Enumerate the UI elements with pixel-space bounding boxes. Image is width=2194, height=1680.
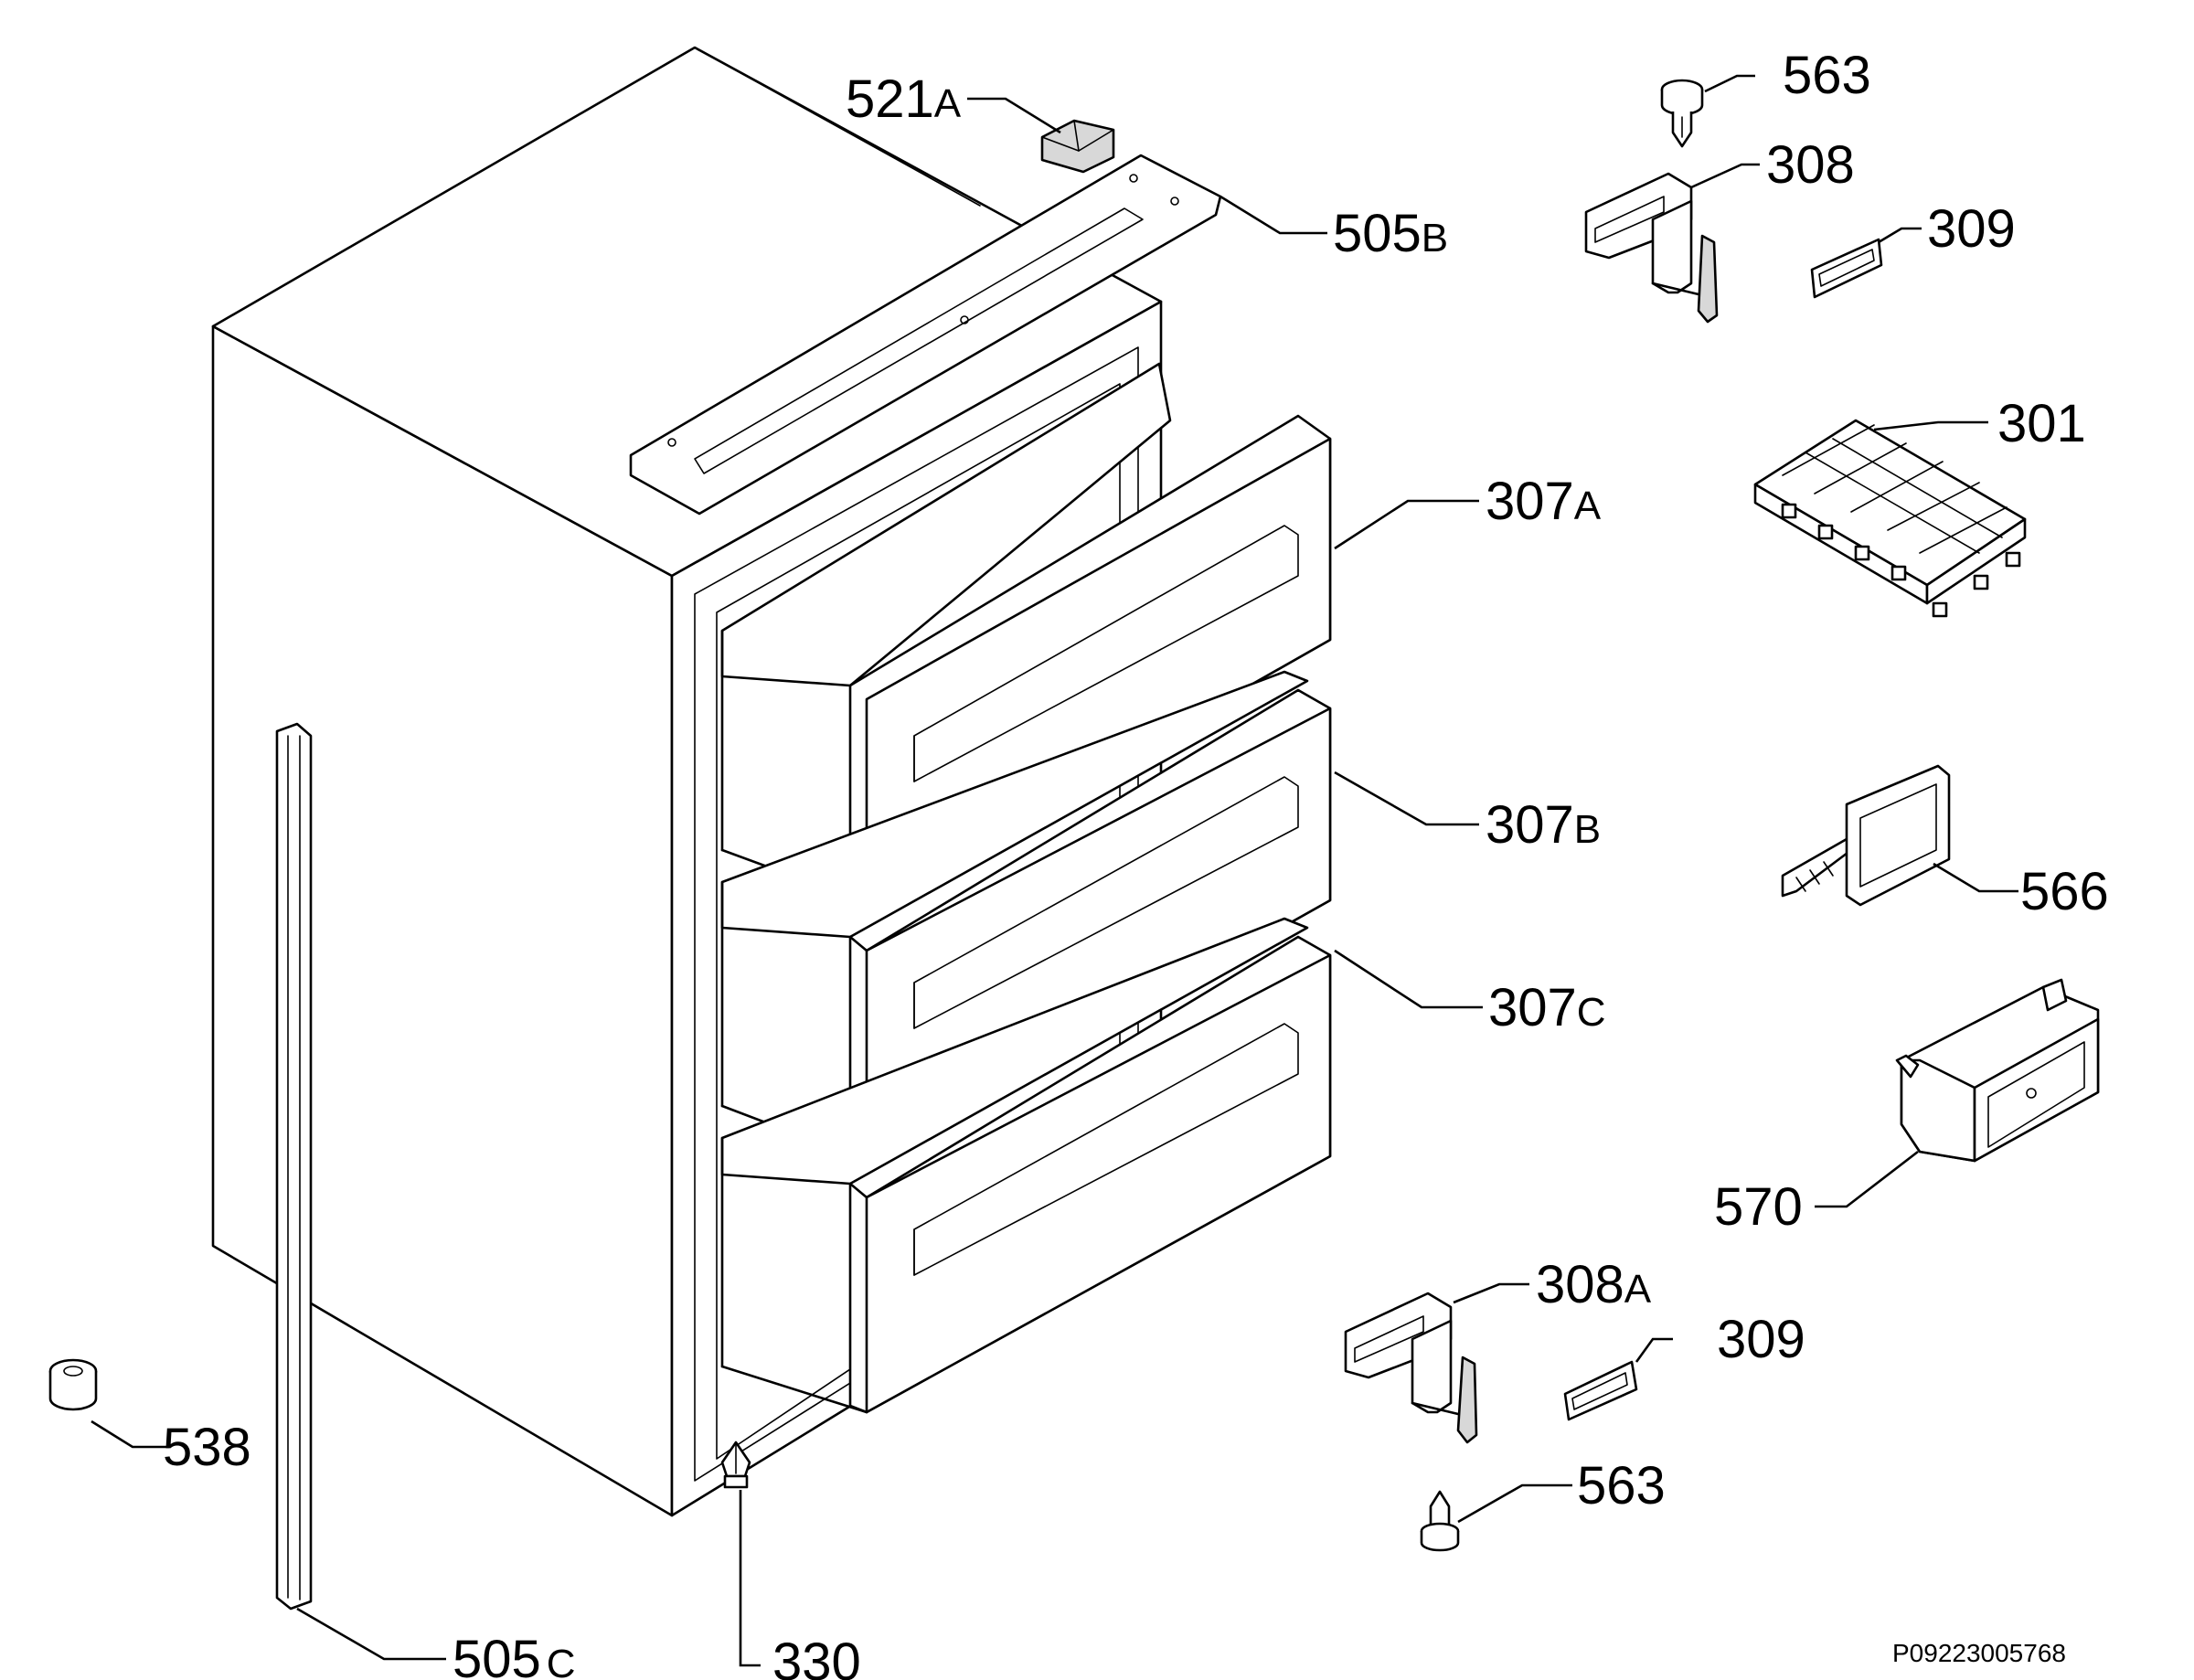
- label-307c: 307C: [1488, 978, 1606, 1037]
- screw-563-bottom: [1420, 1490, 1460, 1552]
- storage-box-570: [1895, 978, 2100, 1163]
- label-309-top: 309: [1927, 199, 2016, 259]
- label-308a: 308A: [1536, 1255, 1652, 1314]
- clip-330: [720, 1441, 751, 1489]
- label-563-bottom: 563: [1577, 1456, 1666, 1515]
- door-hinge-308a: [1344, 1292, 1478, 1444]
- ice-scraper: [1781, 764, 1951, 907]
- ice-cube-tray: [1753, 419, 2027, 618]
- label-330: 330: [772, 1632, 861, 1680]
- label-plate-309-bottom: [1563, 1360, 1638, 1421]
- label-plate-309-top: [1810, 238, 1883, 299]
- label-505b: 505B: [1333, 204, 1448, 263]
- label-301: 301: [1997, 394, 2086, 453]
- door-seal-strip: [275, 722, 313, 1611]
- label-308: 308: [1766, 135, 1855, 195]
- reference-code: P09223005768: [1892, 1639, 2066, 1667]
- label-521a: 521A: [846, 69, 962, 129]
- label-309-bottom: 309: [1717, 1310, 1805, 1369]
- screw-563-top: [1660, 79, 1704, 148]
- label-538: 538: [163, 1418, 251, 1477]
- label-307a: 307A: [1486, 472, 1602, 531]
- drawer-bottom: [720, 917, 1332, 1414]
- label-563-top: 563: [1783, 46, 1871, 105]
- top-cover-cap: [1040, 119, 1115, 174]
- foot-spacer: [48, 1358, 98, 1411]
- label-566: 566: [2020, 862, 2109, 921]
- door-hinge-308: [1584, 172, 1719, 324]
- label-570: 570: [1714, 1177, 1803, 1237]
- top-hinge-plate: [629, 154, 1222, 516]
- leader-lines: [91, 74, 2018, 1667]
- part-labels: 521A 505B 563 308 309 301 307A 307B 307C…: [163, 46, 2109, 1680]
- label-307b: 307B: [1486, 795, 1601, 855]
